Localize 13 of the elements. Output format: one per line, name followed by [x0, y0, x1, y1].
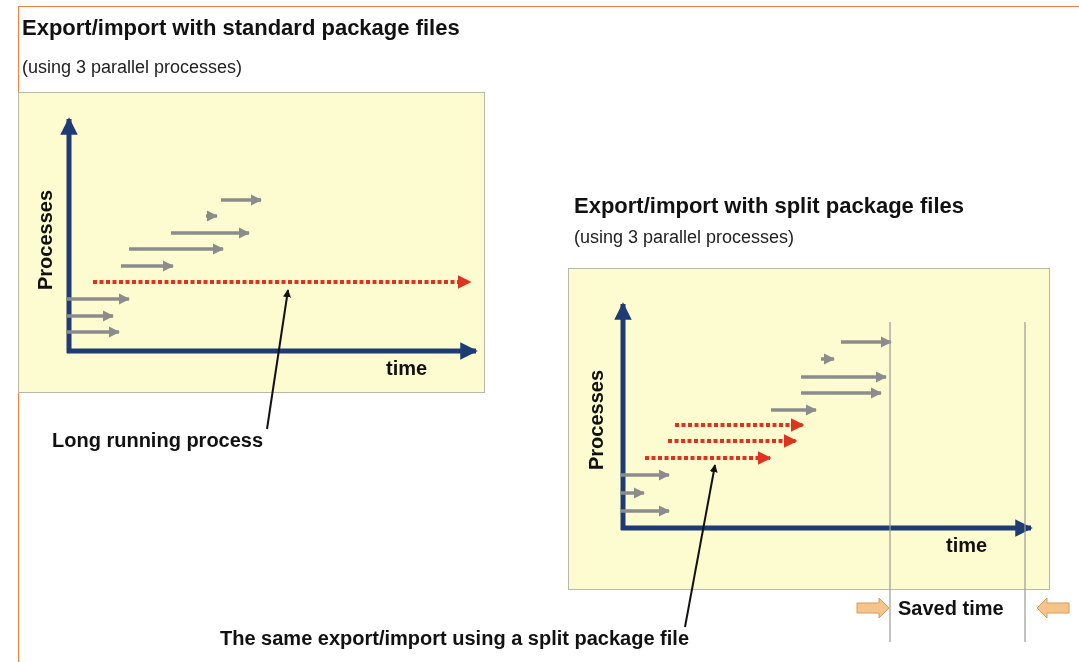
leader-line: [684, 464, 718, 628]
panel-subheading: (using 3 parallel processes): [22, 57, 243, 78]
callout-text: The same export/import using a split package file: [220, 627, 689, 650]
dimension-label: Saved time: [898, 597, 1004, 620]
axis-label: time: [386, 357, 428, 380]
panel-heading: Export/import with standard package files: [22, 15, 460, 41]
panel-subheading: (using 3 parallel processes): [574, 227, 795, 248]
axis-label: Processes: [33, 189, 57, 291]
leader-line: [266, 289, 291, 430]
panel-heading: Export/import with split package files: [574, 193, 964, 219]
callout-text: Long running process: [52, 429, 264, 452]
axis-label: Processes: [584, 369, 608, 471]
axis-label: time: [946, 534, 988, 557]
